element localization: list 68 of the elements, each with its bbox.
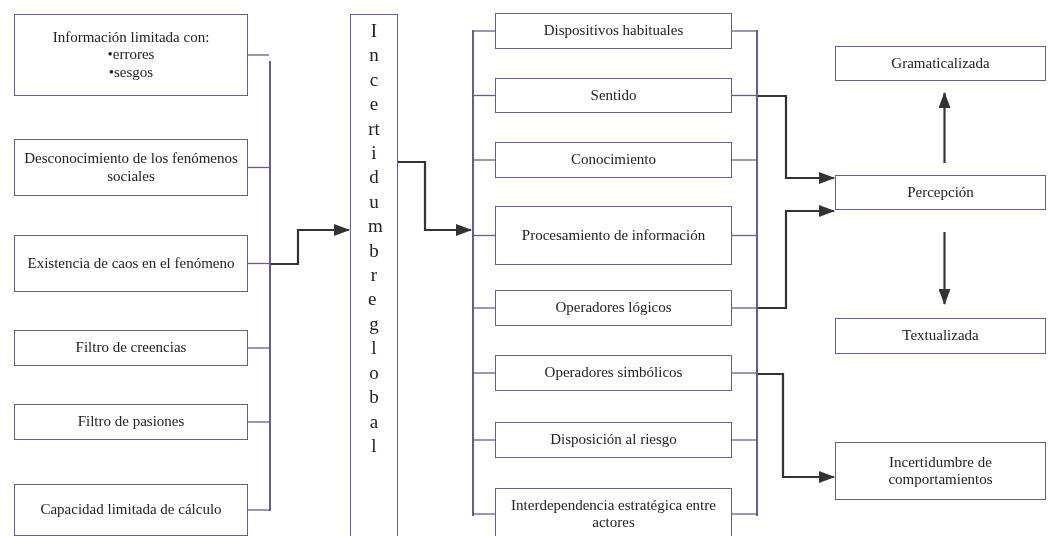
connector-line xyxy=(731,159,757,161)
arrow xyxy=(758,94,835,184)
concept-box xyxy=(14,14,248,96)
box-text: Gramaticalizada xyxy=(891,54,990,73)
box-text: Desconocimiento de los fenómenos sociales xyxy=(23,150,239,185)
connector-line xyxy=(247,421,270,423)
connector-line xyxy=(473,30,496,32)
concept-box xyxy=(14,404,248,440)
connector-line xyxy=(247,347,270,349)
connector-line xyxy=(473,159,496,161)
box-text: Conocimiento xyxy=(571,151,656,169)
connector-line xyxy=(247,166,270,169)
box-text: Operadores lógicos xyxy=(555,299,672,317)
box-text: Disposición al riesgo xyxy=(550,431,677,449)
box-text: Filtro de creencias xyxy=(75,339,187,357)
concept-box xyxy=(14,235,248,292)
box-text: Sentido xyxy=(590,86,637,105)
concept-box xyxy=(495,355,732,391)
connector-line xyxy=(247,262,270,265)
connector-line xyxy=(473,439,496,441)
concept-box xyxy=(495,290,732,326)
arrow xyxy=(758,372,835,483)
box-text: Textualizada xyxy=(902,327,979,345)
concept-box xyxy=(14,484,248,536)
concept-box xyxy=(495,142,732,178)
concept-box xyxy=(495,422,732,458)
connector-line xyxy=(247,509,270,511)
box-text: Filtro de pasiones xyxy=(77,413,185,431)
box-text: Percepción xyxy=(907,183,974,202)
connector-line xyxy=(731,94,757,97)
connector-line xyxy=(731,234,757,237)
box-text: Interdependencia estratégica entre actores xyxy=(510,496,717,532)
connector-line xyxy=(473,307,496,309)
concept-box xyxy=(835,175,1046,210)
connector-line xyxy=(731,307,757,309)
connector-line xyxy=(247,54,270,56)
arrow xyxy=(938,232,951,305)
concept-box xyxy=(495,206,732,265)
connector-line xyxy=(731,30,757,32)
connector-line xyxy=(473,234,496,237)
connector-line xyxy=(731,439,757,441)
connector-line xyxy=(473,513,496,515)
box-text: Procesamiento de información xyxy=(521,226,706,245)
box-text: Incertidumbre de comportamientos xyxy=(887,453,994,489)
connector-line xyxy=(731,372,757,374)
box-text: Dispositivos habituales xyxy=(543,22,684,40)
arrow xyxy=(758,205,835,310)
arrow xyxy=(938,92,951,163)
box-text: Existencia de caos en el fenómeno xyxy=(27,254,235,273)
concept-box xyxy=(835,46,1046,81)
concept-box xyxy=(14,139,248,196)
bullet-item: •errores xyxy=(107,46,155,64)
concept-box xyxy=(495,13,732,49)
box-text: Información limitada con: xyxy=(52,29,210,47)
connector-line xyxy=(473,94,496,97)
concept-box xyxy=(495,78,732,113)
box-text: Capacidad limitada de cálculo xyxy=(40,501,222,519)
connector-line xyxy=(731,513,757,515)
concept-box xyxy=(835,318,1046,354)
vertical-label-box xyxy=(350,14,398,536)
concept-box xyxy=(495,488,732,536)
connector-line xyxy=(473,372,496,374)
arrow xyxy=(271,224,350,266)
arrow xyxy=(398,160,472,236)
box-text: Operadores simbólicos xyxy=(544,364,683,382)
bullet-item: •sesgos xyxy=(108,63,154,81)
concept-box xyxy=(14,330,248,366)
concept-box xyxy=(835,442,1046,500)
